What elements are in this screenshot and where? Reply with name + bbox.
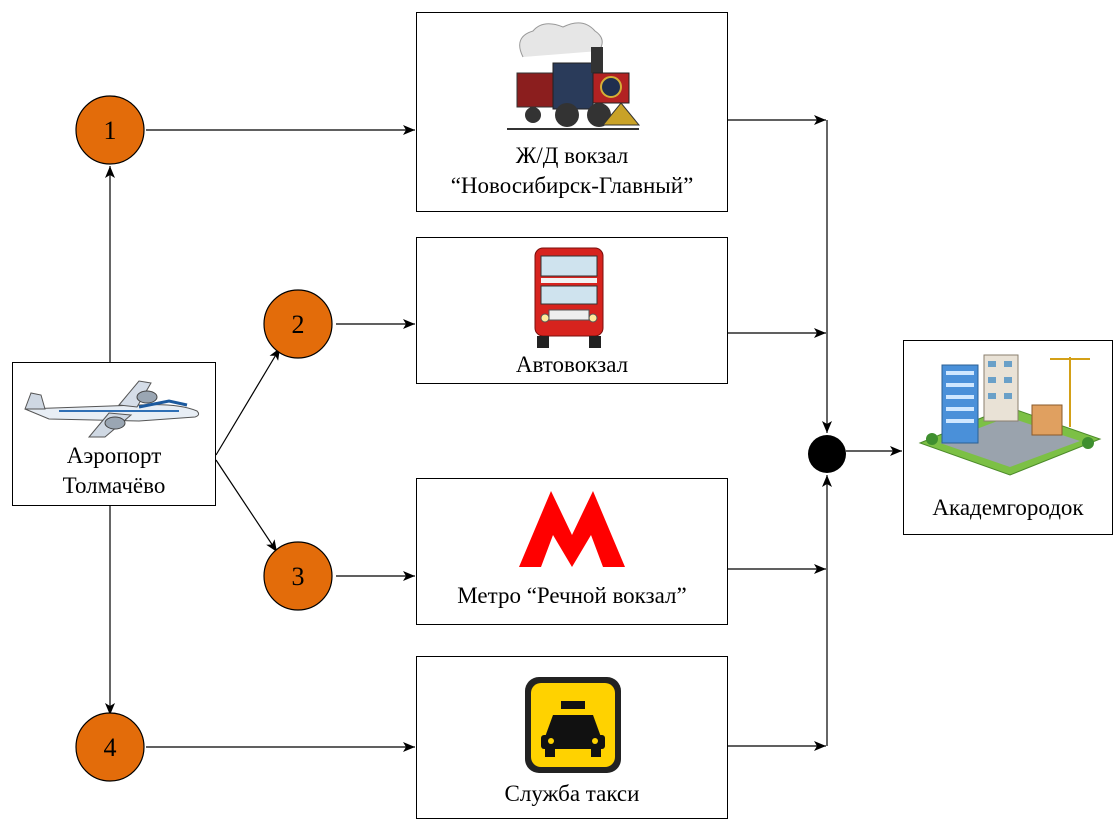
junction-dot	[808, 435, 846, 473]
railway-label-line1: Ж/Д вокзал	[515, 143, 629, 168]
route-number-4: 4	[104, 733, 117, 762]
railway-label-line2: “Новосибирск-Главный”	[450, 173, 694, 198]
city-district-icon	[918, 354, 1102, 476]
metro-station-node: Метро “Речной вокзал”	[416, 478, 728, 625]
airport-label-line2: Толмачёво	[62, 473, 166, 498]
route-number-1: 1	[104, 116, 117, 145]
airplane-icon	[24, 380, 200, 438]
akademgorodok-node: Академгородок	[903, 340, 1113, 535]
route-number-3: 3	[292, 562, 305, 591]
bus-station-label: Автовокзал	[515, 352, 629, 377]
taxi-service-node: Служба такси	[416, 656, 728, 819]
edge-airport-route3	[215, 459, 278, 553]
bus-station-node: Автовокзал	[416, 237, 728, 384]
steam-train-icon	[507, 22, 641, 130]
taxi-service-label: Служба такси	[504, 781, 640, 806]
route-circle-4: 4	[75, 712, 145, 782]
route-circle-1: 1	[75, 95, 145, 165]
metro-station-label: Метро “Речной вокзал”	[457, 583, 687, 608]
metro-m-icon	[519, 491, 625, 567]
route-circle-3: 3	[263, 541, 333, 611]
airport-node: Аэропорт Толмачёво	[12, 362, 216, 506]
airport-label-line1: Аэропорт	[66, 443, 162, 468]
edge-airport-route2	[215, 347, 281, 456]
akademgorodok-label: Академгородок	[932, 495, 1084, 520]
taxi-icon	[525, 677, 621, 773]
railway-station-node: Ж/Д вокзал “Новосибирск-Главный”	[416, 12, 728, 212]
route-number-2: 2	[292, 310, 305, 339]
double-decker-bus-icon	[534, 247, 604, 348]
route-circle-2: 2	[263, 289, 333, 359]
